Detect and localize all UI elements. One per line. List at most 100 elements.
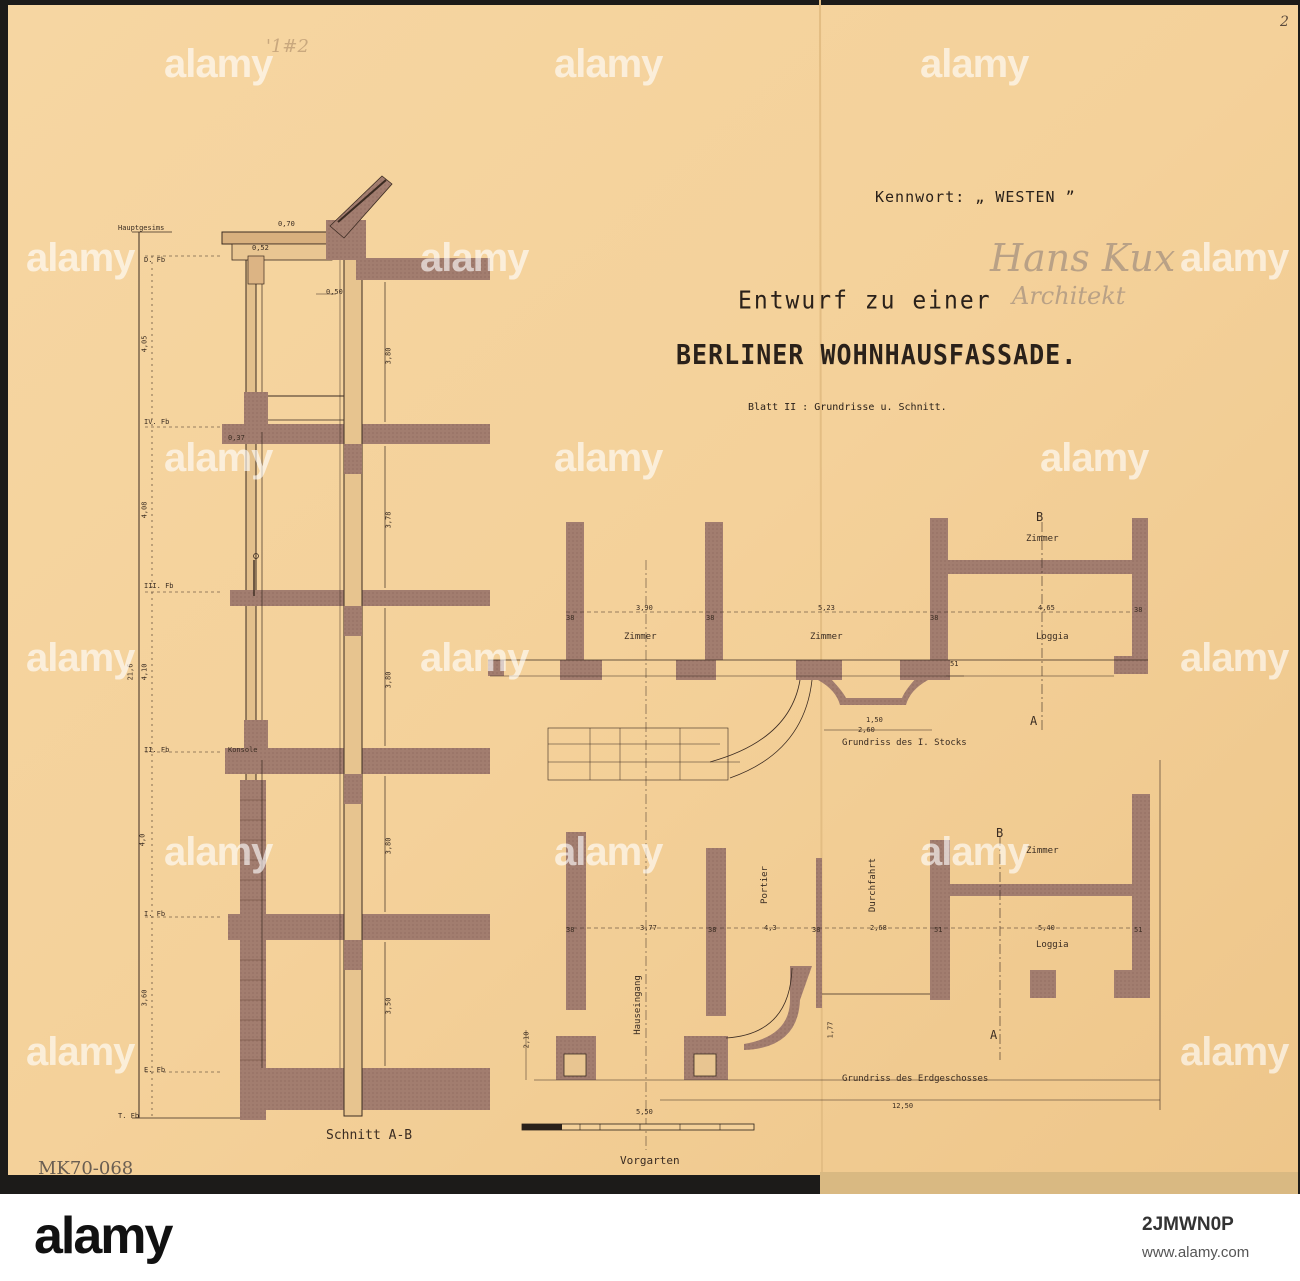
watermark-13: alamy [164, 830, 273, 874]
storey-dim-8: 3,80 [384, 671, 393, 689]
small-dim-1: 0,70 [278, 220, 295, 228]
storey-dim-7: 3,78 [384, 511, 393, 529]
plan-upper-wall-2: 38 [706, 614, 715, 622]
cornice-label: Hauptgesims [118, 224, 165, 232]
title-line-2: BERLINER WOHNHAUSFASSADE. [676, 338, 1078, 371]
plan-upper-dim-3: 4,65 [1038, 604, 1055, 612]
plan-upper-dim-1: 3,90 [636, 604, 653, 612]
plan-ground-room-3: Portier [759, 866, 770, 904]
plan-ground-wall-3: 38 [812, 926, 821, 934]
plan-upper-room-4: Loggia [1036, 632, 1069, 642]
plan-upper-room-1: Zimmer [624, 632, 657, 642]
watermark-8: alamy [554, 436, 663, 480]
subtitle: Blatt II : Grundrisse u. Schnitt. [748, 402, 947, 413]
stamp-code: 2JMWN0P [1142, 1214, 1234, 1235]
plan-ground-room-2: Loggia [1036, 940, 1069, 950]
plan-ground-dim-1: 3,77 [640, 924, 657, 932]
floor-label-t: T. Fb [118, 1112, 140, 1120]
plan-ground-dim-3: 2,68 [870, 924, 887, 932]
plan-ground-dim-5: 2,10 [522, 1031, 531, 1049]
page-number: 2 [1280, 14, 1289, 30]
storey-dim-5: 3,60 [140, 989, 149, 1007]
floor-label-d: D. Fb [144, 256, 166, 264]
small-dim-4: 0,52 [252, 244, 269, 252]
plan-upper-axis-b: B [1036, 510, 1044, 524]
scale-caption: Vorgarten [620, 1154, 680, 1167]
watermark-10: alamy [26, 636, 135, 680]
watermark-11: alamy [420, 636, 529, 680]
paper [8, 5, 1298, 1177]
plan-ground-overall: 12,50 [892, 1102, 914, 1110]
watermark-5: alamy [420, 236, 529, 280]
plan-upper-wall-4: 38 [1134, 606, 1143, 614]
watermark-3: alamy [920, 42, 1029, 86]
motto: Kennwort: „ WESTEN ” [875, 188, 1076, 206]
plan-upper-walls [488, 518, 1148, 1150]
stamp-url: www.alamy.com [1142, 1244, 1250, 1261]
storey-dim-10: 3,50 [384, 997, 393, 1015]
floor-label-iv: IV. Fb [144, 418, 170, 426]
plan-upper-wall-5: 51 [950, 660, 959, 668]
plan-ground-wall-2: 38 [708, 926, 717, 934]
scale-bar [521, 1123, 755, 1131]
small-dim-2: 0,50 [326, 288, 343, 296]
stamp-logo: alamy [34, 1207, 173, 1265]
watermark-6: alamy [1180, 236, 1289, 280]
storey-dim-2: 4,08 [140, 501, 149, 519]
watermark-1: alamy [164, 42, 273, 86]
plan-ground-wall-4: 51 [934, 926, 943, 934]
storey-dim-4: 4,0 [138, 833, 147, 847]
inventory-stamp: MK70-068 [38, 1158, 134, 1179]
storey-dim-1: 4,05 [140, 335, 149, 353]
plan-ground-caption: Grundriss des Erdgeschosses [842, 1074, 989, 1084]
plan-upper-wall-3: 38 [930, 614, 939, 622]
section-a-b [132, 175, 490, 1120]
plan-upper-room-3: Zimmer [1026, 534, 1059, 544]
plan-ground-axis-b: B [996, 826, 1004, 840]
plan-ground-dim-2: 4,3 [764, 924, 777, 932]
plan-ground-room-1: Zimmer [1026, 846, 1059, 856]
corner-pencil-note: '1#2 [266, 36, 309, 57]
plan-ground-wall-1: 38 [566, 926, 575, 934]
watermark-4: alamy [26, 236, 135, 280]
watermark-17: alamy [1180, 1030, 1289, 1074]
floor-label-i: I. Fb [144, 910, 166, 918]
plan-ground-wall-5: 51 [1134, 926, 1143, 934]
floor-label-iii: III. Fb [144, 582, 174, 590]
plan-upper-room-2: Zimmer [810, 632, 843, 642]
plan-upper-axis-a: A [1030, 714, 1038, 728]
storey-dim-9: 3,80 [384, 837, 393, 855]
watermark-7: alamy [164, 436, 273, 480]
plan-upper-dim-5: 2,60 [858, 726, 875, 734]
plan-upper-dim-4: 1,50 [866, 716, 883, 724]
floor-label-e: E. Fb [144, 1066, 166, 1074]
plan-ground-room-4: Durchfahrt [868, 857, 879, 913]
plan-upper-wall-1: 38 [566, 614, 575, 622]
plan-ground-dim-4: 5,40 [1038, 924, 1055, 932]
small-dim-3: 0,37 [228, 434, 245, 442]
watermark-9: alamy [1040, 436, 1149, 480]
storey-dim-3: 4,10 [140, 663, 149, 681]
watermark-16: alamy [26, 1030, 135, 1074]
watermark-12: alamy [1180, 636, 1289, 680]
watermark-15: alamy [920, 830, 1029, 874]
plan-upper-dim-2: 5,23 [818, 604, 835, 612]
signature-role: Architekt [1012, 282, 1126, 310]
watermark-14: alamy [554, 830, 663, 874]
plan-upper-caption: Grundriss des I. Stocks [842, 738, 967, 748]
signature-name: Hans Kux [990, 236, 1176, 280]
plan-ground-walls [525, 760, 1161, 1110]
plan-ground-room-5: Hauseingang [632, 975, 643, 1035]
plan-ground-axis-a: A [990, 1028, 998, 1042]
title-line-1: Entwurf zu einer [738, 286, 992, 316]
watermark-2: alamy [554, 42, 663, 86]
plan-ground-front: 5,50 [636, 1108, 653, 1116]
storey-dim-6: 3,80 [384, 347, 393, 365]
floor-label-ii: II. Fb [144, 746, 170, 754]
balcony-label: Konsole [228, 746, 258, 754]
stamp-bar [0, 1194, 1300, 1281]
section-caption: Schnitt A-B [326, 1128, 413, 1143]
paper-fold-bottom [820, 1172, 1298, 1194]
plan-ground-dim-6: 1,77 [826, 1021, 835, 1039]
